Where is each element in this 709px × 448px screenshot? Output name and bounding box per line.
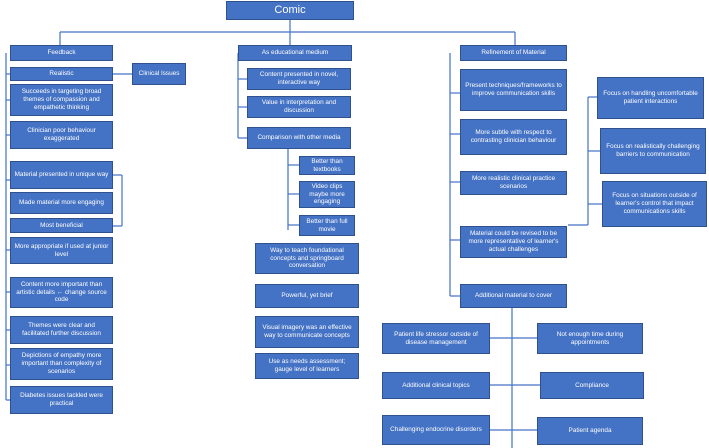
comparison-item: Better than textbooks <box>299 156 355 175</box>
comparison-item: Better than full movie <box>299 215 355 236</box>
root-node-comic: Comic <box>226 1 354 20</box>
node-realistic: Realistic <box>10 67 113 81</box>
medium-item: Content presented in novel, interactive … <box>247 68 351 90</box>
refinement-item: More subtle with respect to contrasting … <box>460 119 567 155</box>
feedback-item: Depictions of empathy more important tha… <box>10 348 113 380</box>
refinement-item: Present techniques/frameworks to improve… <box>460 69 567 111</box>
medium-item: Visual imagery was an effective way to c… <box>255 316 359 348</box>
medium-item-comparison: Comparison with other media <box>247 127 351 149</box>
additional-topic: Not enough time during appointments <box>537 323 643 354</box>
comparison-item: Video clips maybe more engaging <box>299 181 355 208</box>
medium-item: Value in interpretation and discussion <box>247 96 351 118</box>
additional-topic: Compliance <box>540 372 644 399</box>
additional-topic: Patient life stressor outside of disease… <box>382 323 490 354</box>
medium-item: Way to teach foundational concepts and s… <box>255 243 359 274</box>
additional-topic: Additional clinical topics <box>382 372 490 399</box>
refinement-item-additional-material: Additional material to cover <box>460 284 567 308</box>
feedback-item: Made material more engaging <box>10 192 113 214</box>
branch-feedback: Feedback <box>10 45 113 61</box>
medium-item: Use as needs assessment; gauge level of … <box>255 353 359 379</box>
feedback-item: Most beneficial <box>10 218 113 233</box>
focus-item: Focus on handling uncomfortable patient … <box>597 77 704 119</box>
feedback-item: Clinician poor behaviour exaggerated <box>10 121 113 149</box>
feedback-item: Material presented in unique way <box>10 161 113 189</box>
refinement-item: Material could be revised to be more rep… <box>460 226 567 258</box>
additional-topic: Challenging endocrine disorders <box>382 415 490 445</box>
feedback-item: Succeeds in targeting broad themes of co… <box>10 84 113 116</box>
branch-educational-medium: As educational medium <box>238 45 352 61</box>
feedback-item: Themes were clear and facilitated furthe… <box>10 316 113 344</box>
feedback-item: Content more important than artistic det… <box>10 277 113 308</box>
medium-item: Powerful, yet brief <box>255 284 359 308</box>
additional-topic: Patient agenda <box>537 417 643 445</box>
node-clinical-issues: Clinical Issues <box>132 63 186 85</box>
feedback-item: Diabetes issues tackled were practical <box>10 386 113 414</box>
focus-item: Focus on realistically challenging barri… <box>600 128 706 174</box>
feedback-item: More appropriate if used at junior level <box>10 237 113 264</box>
focus-item: Focus on situations outside of learner's… <box>602 181 707 227</box>
branch-refinement: Refinement of Material <box>460 45 567 61</box>
refinement-item: More realistic clinical practice scenari… <box>460 171 567 195</box>
